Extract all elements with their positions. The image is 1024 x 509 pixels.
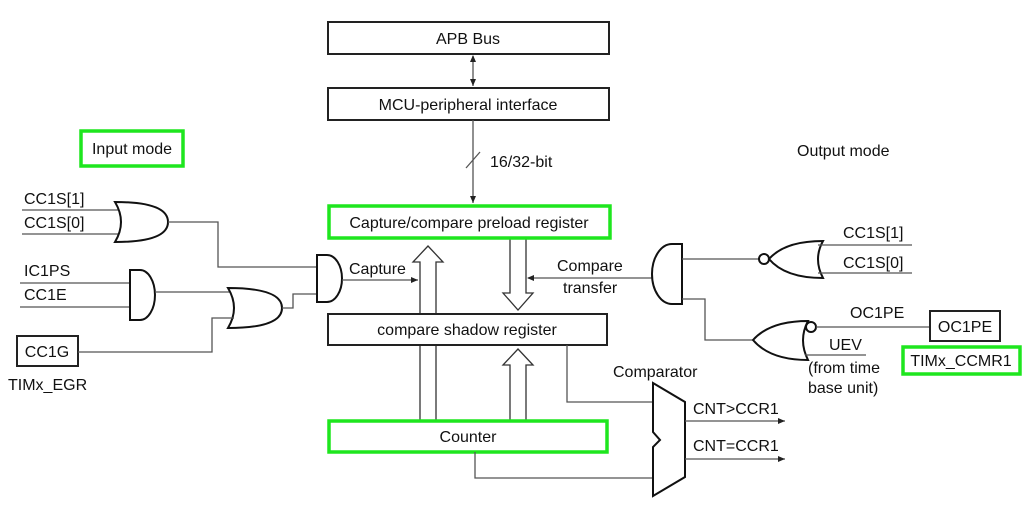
cc1g-label: CC1G <box>25 344 69 361</box>
input-cc1s0-label: CC1S[0] <box>24 215 84 232</box>
ic1ps-label: IC1PS <box>24 263 70 280</box>
transfer-label: transfer <box>563 280 618 297</box>
ccmr1-label: TIMx_CCMR1 <box>910 353 1011 370</box>
ccmr1-label-box: TIMx_CCMR1 <box>901 345 1022 376</box>
cc1g-box: CC1G <box>16 335 79 367</box>
shadow-register-label: compare shadow register <box>377 322 557 339</box>
cc1e-label: CC1E <box>24 287 67 304</box>
input-and-gate <box>129 269 156 321</box>
output-cc1s0-label: CC1S[0] <box>843 255 903 272</box>
input-mode-label-box: Input mode <box>79 129 185 168</box>
preload-to-shadow-arrow <box>501 238 535 311</box>
counter-to-shadow-arrow <box>501 348 535 420</box>
compare-label: Compare <box>557 258 623 275</box>
oc1pe-box-label: OC1PE <box>938 319 992 336</box>
input-or-gate-2 <box>226 286 284 330</box>
egr-label: TIMx_EGR <box>8 377 87 394</box>
preload-register-label: Capture/compare preload register <box>349 215 589 232</box>
nor-bubble <box>758 253 770 265</box>
output-cc1s1-label: CC1S[1] <box>843 225 903 242</box>
comparator-label: Comparator <box>613 364 698 381</box>
input-cc1s1-label: CC1S[1] <box>24 191 84 208</box>
apb-bus-block: APB Bus <box>327 21 610 55</box>
oc1pe-box: OC1PE <box>929 310 1001 342</box>
input-or-gate <box>113 200 170 244</box>
apb-bus-label: APB Bus <box>436 31 500 48</box>
counter-label: Counter <box>440 429 498 446</box>
uev-note-line2: base unit) <box>808 380 878 397</box>
cnt-gt-ccr1-label: CNT>CCR1 <box>693 401 779 418</box>
compare-and-gate <box>651 243 683 305</box>
preload-register-block: Capture/compare preload register <box>327 204 612 240</box>
capture-and-gate <box>316 254 343 303</box>
bus-width-label: 16/32-bit <box>490 154 553 171</box>
input-mode-label: Input mode <box>92 141 172 158</box>
comparator-block <box>652 381 686 498</box>
shadow-register-block: compare shadow register <box>327 313 608 346</box>
cnt-eq-ccr1-label: CNT=CCR1 <box>693 438 779 455</box>
counter-block: Counter <box>327 419 609 454</box>
oc1pe-signal-label: OC1PE <box>850 305 904 322</box>
mcu-interface-block: MCU-peripheral interface <box>327 87 610 121</box>
uev-label: UEV <box>829 337 862 354</box>
preload-or-gate <box>751 319 810 362</box>
output-mode-label: Output mode <box>797 143 890 160</box>
output-nor-gate <box>767 239 825 280</box>
oc1pe-invert-bubble <box>805 321 817 333</box>
uev-note-line1: (from time <box>808 360 880 377</box>
mcu-interface-label: MCU-peripheral interface <box>379 97 558 114</box>
capture-label: Capture <box>349 261 406 278</box>
bus-width-slash <box>465 151 481 169</box>
